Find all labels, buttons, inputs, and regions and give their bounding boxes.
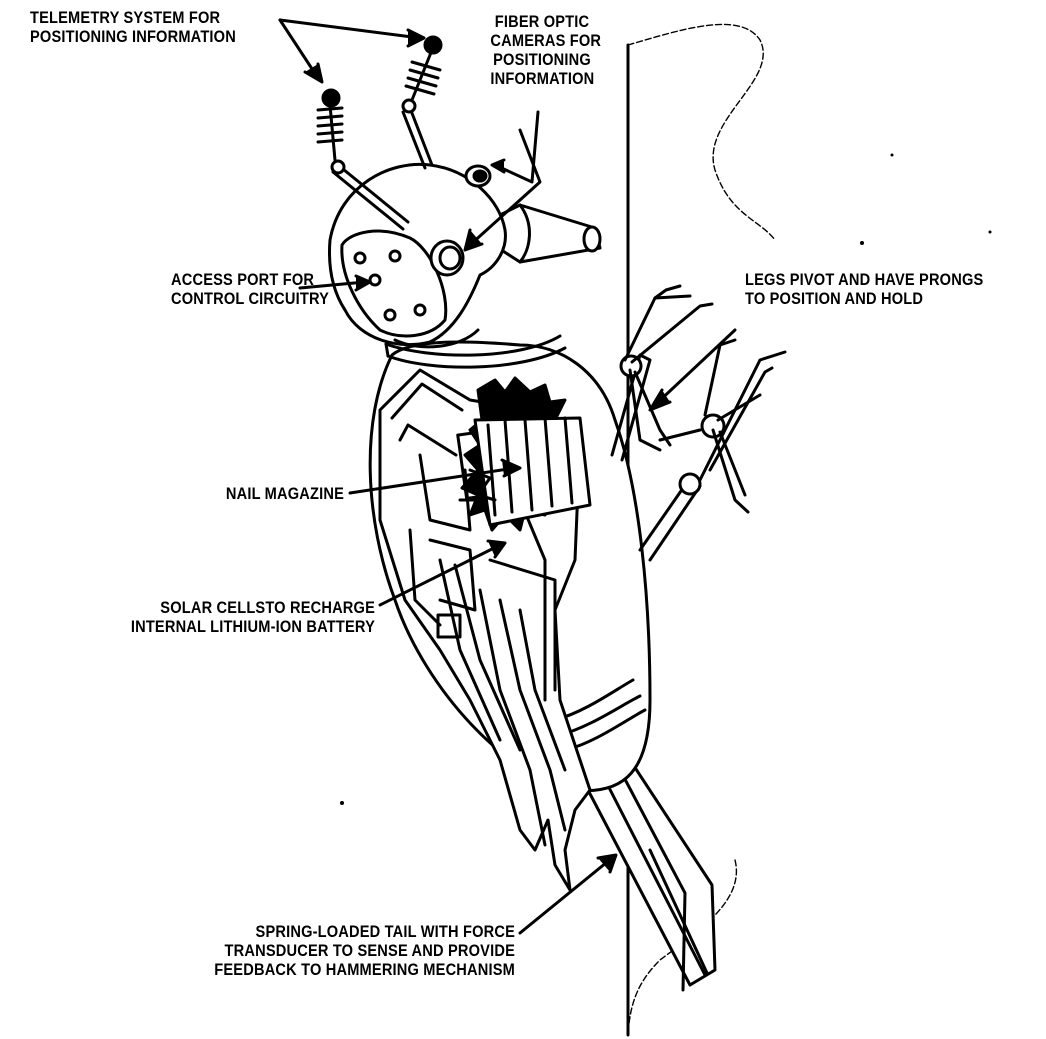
label-line: NAIL MAGAZINE — [203, 484, 344, 503]
label-legs: LEGS PIVOT AND HAVE PRONGS TO POSITION A… — [745, 270, 983, 308]
label-line: FIBER OPTIC — [490, 12, 593, 31]
label-line: POSITIONING — [490, 50, 593, 69]
label-access-port: ACCESS PORT FOR CONTROL CIRCUITRY — [171, 270, 300, 308]
label-line: POSITIONING INFORMATION — [30, 27, 236, 46]
label-line: CONTROL CIRCUITRY — [171, 289, 300, 308]
label-line: TO POSITION AND HOLD — [745, 289, 983, 308]
label-line: CAMERAS FOR — [490, 31, 593, 50]
label-line: LEGS PIVOT AND HAVE PRONGS — [745, 270, 983, 289]
label-line: FEEDBACK TO HAMMERING MECHANISM — [201, 960, 515, 979]
label-line: SPRING-LOADED TAIL WITH FORCE — [201, 922, 515, 941]
label-line: TRANSDUCER TO SENSE AND PROVIDE — [201, 941, 515, 960]
label-line: SOLAR CELLSTO RECHARGE — [104, 598, 375, 617]
label-spring-loaded-tail: SPRING-LOADED TAIL WITH FORCE TRANSDUCER… — [201, 922, 515, 979]
label-nail-magazine: NAIL MAGAZINE — [203, 484, 344, 503]
label-telemetry-system: TELEMETRY SYSTEM FOR POSITIONING INFORMA… — [30, 8, 236, 46]
label-line: INFORMATION — [490, 69, 593, 88]
label-fiber-optic-cameras: FIBER OPTIC CAMERAS FOR POSITIONING INFO… — [490, 12, 593, 88]
label-solar-cells: SOLAR CELLSTO RECHARGE INTERNAL LITHIUM-… — [104, 598, 375, 636]
label-line: TELEMETRY SYSTEM FOR — [30, 8, 236, 27]
telemetry-arrow-right — [280, 20, 420, 38]
label-line: ACCESS PORT FOR — [171, 270, 300, 289]
spring-loaded-tail — [588, 760, 715, 990]
label-line: INTERNAL LITHIUM-ION BATTERY — [104, 617, 375, 636]
legs-arrow — [655, 330, 735, 405]
